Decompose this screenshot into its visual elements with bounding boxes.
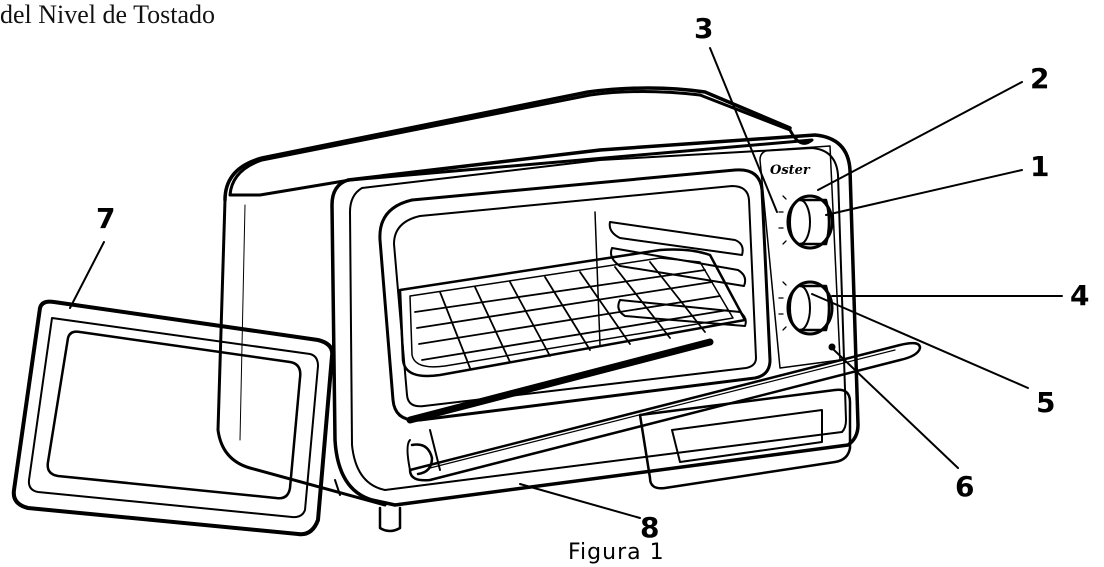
control-knob-top [786, 194, 834, 250]
baking-pan-rim [27, 317, 319, 519]
crumb-tray-handle [638, 388, 852, 490]
callout-2: 2 [1030, 62, 1050, 95]
callout-1: 1 [1030, 150, 1050, 183]
oven-front-frame [330, 133, 860, 507]
callout-3: 3 [694, 12, 714, 45]
callout-7: 7 [96, 202, 116, 235]
oven-body-shell [228, 90, 814, 197]
wire-rack-inner [409, 257, 734, 368]
rear-left-foot [334, 479, 341, 496]
door-lower-edge [406, 439, 411, 471]
door-glass-line [429, 349, 896, 469]
window-frame-inner [393, 185, 757, 408]
control-knob-bottom [786, 280, 834, 336]
baking-pan-outer [11, 299, 335, 537]
figure-caption: Figura 1 [568, 540, 665, 565]
cavity-back-edge [594, 211, 601, 346]
heating-element-top [608, 221, 744, 256]
front-left-foot [378, 506, 402, 533]
leader-line-8 [519, 483, 641, 519]
callout-5: 5 [1036, 386, 1056, 419]
window-frame-outer [378, 168, 772, 422]
baking-pan-inner [46, 330, 302, 500]
wire-rack-outline [398, 248, 747, 378]
control-panel [759, 145, 841, 369]
brand-logo: Oster [770, 163, 811, 178]
oven-side-highlight [239, 204, 246, 441]
callout-8: 8 [640, 511, 660, 544]
oven-front-inner-frame [349, 147, 847, 491]
lower-heating-element [406, 338, 714, 424]
heating-element-middle [610, 247, 747, 287]
leader-line-5 [811, 293, 1029, 389]
leader-line-2 [817, 81, 1023, 191]
door-hinge [410, 443, 434, 476]
door-panel [408, 341, 922, 482]
wire-rack-bars [414, 261, 729, 369]
power-indicator-light [828, 343, 836, 351]
callout-4: 4 [1070, 279, 1090, 312]
callout-6: 6 [955, 470, 975, 503]
crumb-tray-handle-inner [671, 409, 823, 463]
leader-line-1 [825, 169, 1023, 216]
oven-top-outline [223, 86, 792, 202]
leader-line-6 [833, 349, 959, 469]
header-text: del Nivel de Tostado [0, 0, 216, 29]
dial-ticks [778, 195, 787, 331]
leader-line-7 [69, 241, 105, 309]
leader-line-3 [709, 47, 778, 213]
oven-left-side [216, 198, 387, 507]
